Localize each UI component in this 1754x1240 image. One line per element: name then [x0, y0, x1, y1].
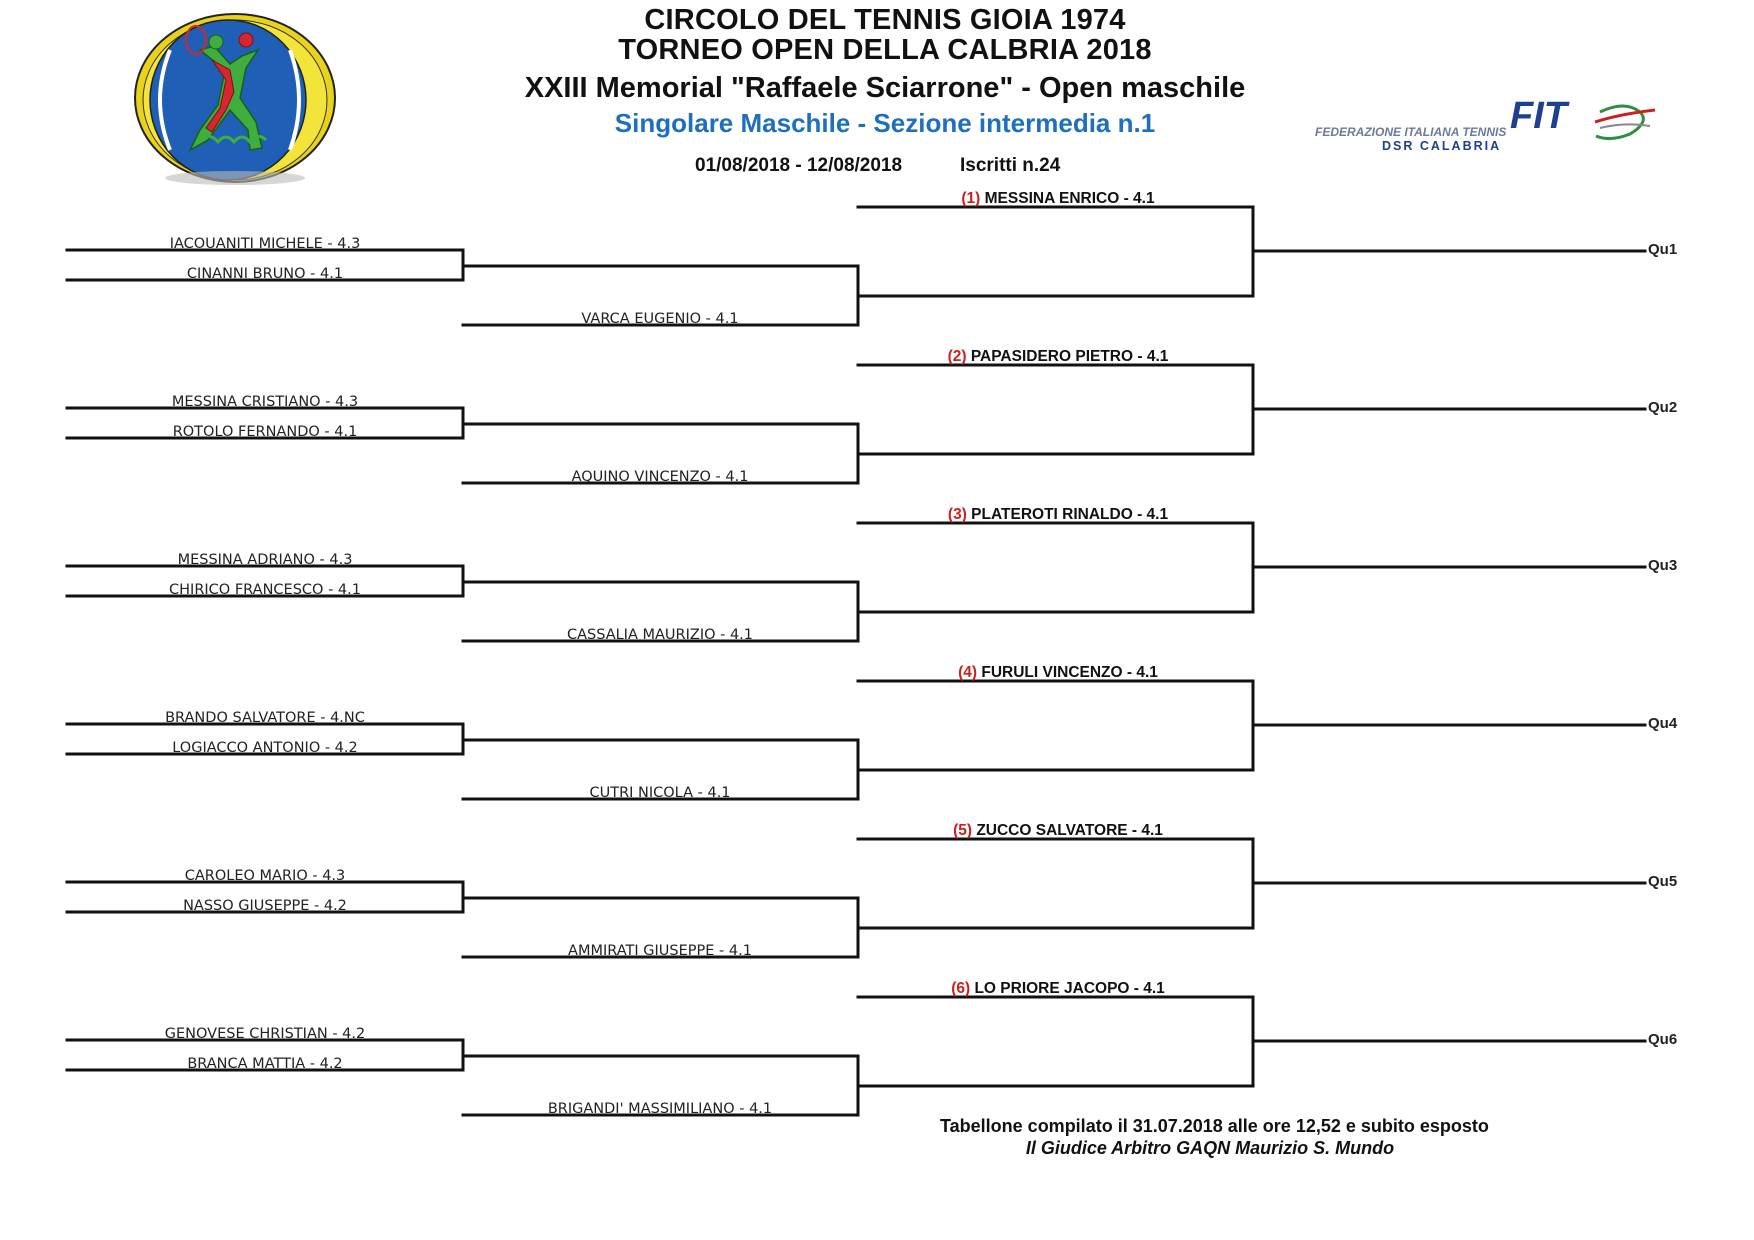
qualifier-label: Qu6: [1648, 1031, 1677, 1048]
club-logo-icon: [134, 13, 336, 185]
seeded-player: (1) MESSINA ENRICO - 4.1: [961, 190, 1155, 207]
seed-name: PAPASIDERO PIETRO - 4.1: [971, 348, 1169, 365]
seed-number: (3): [948, 506, 967, 523]
memorial-title: XXIII Memorial "Raffaele Sciarrone" - Op…: [524, 72, 1246, 104]
player-name: NASSO GIUSEPPE - 4.2: [183, 898, 347, 914]
player-name: ROTOLO FERNANDO - 4.1: [173, 424, 358, 440]
seeded-player: (5) ZUCCO SALVATORE - 4.1: [953, 822, 1163, 839]
qualifier-label: Qu2: [1648, 399, 1677, 416]
player-name: AMMIRATI GIUSEPPE - 4.1: [568, 943, 752, 959]
compiled-note: Tabellone compilato il 31.07.2018 alle o…: [940, 1116, 1489, 1136]
entries-count: Iscritti n.24: [960, 155, 1061, 176]
player-name: CINANNI BRUNO - 4.1: [187, 266, 343, 282]
seeded-player: (4) FURULI VINCENZO - 4.1: [958, 664, 1158, 681]
player-name: BRIGANDI' MASSIMILIANO - 4.1: [548, 1101, 772, 1117]
seed-number: (2): [948, 348, 967, 365]
tournament-dates: 01/08/2018 - 12/08/2018: [695, 155, 903, 176]
tournament-title: TORNEO OPEN DELLA CALBRIA 2018: [618, 34, 1152, 66]
referee-signature-line: Il Giudice Arbitro GAQN Maurizio S. Mund…: [1025, 1138, 1395, 1158]
player-name: MESSINA ADRIANO - 4.3: [178, 552, 353, 568]
seed-number: (5): [953, 822, 972, 839]
seed-number: (4): [958, 664, 977, 681]
seed-name: FURULI VINCENZO - 4.1: [981, 664, 1158, 681]
player-name: CHIRICO FRANCESCO - 4.1: [169, 582, 361, 598]
seed-number: (6): [951, 980, 970, 997]
qualifier-label: Qu5: [1648, 873, 1677, 890]
qualifier-label: Qu3: [1648, 557, 1677, 574]
qualifier-label: Qu4: [1648, 715, 1678, 732]
seed-name: ZUCCO SALVATORE - 4.1: [976, 822, 1163, 839]
player-name: CUTRI NICOLA - 4.1: [589, 785, 730, 801]
qualifier-label: Qu1: [1648, 241, 1677, 258]
player-name: GENOVESE CHRISTIAN - 4.2: [165, 1026, 365, 1042]
player-name: VARCA EUGENIO - 4.1: [581, 311, 738, 327]
player-name: MESSINA CRISTIANO - 4.3: [172, 394, 358, 410]
seed-name: LO PRIORE JACOPO - 4.1: [974, 980, 1165, 997]
player-name: BRANDO SALVATORE - 4.NC: [165, 710, 365, 726]
fit-line2-text: DSR CALABRIA: [1382, 139, 1501, 153]
player-name: CAROLEO MARIO - 4.3: [185, 868, 346, 884]
section-subtitle: Singolare Maschile - Sezione intermedia …: [614, 108, 1156, 138]
player-name: CASSALIA MAURIZIO - 4.1: [567, 627, 753, 643]
fit-brand-text: FIT: [1510, 95, 1570, 137]
player-name: LOGIACCO ANTONIO - 4.2: [172, 740, 358, 756]
seed-name: MESSINA ENRICO - 4.1: [985, 190, 1155, 207]
player-name: AQUINO VINCENZO - 4.1: [572, 469, 749, 485]
seed-name: PLATEROTI RINALDO - 4.1: [971, 506, 1168, 523]
seeded-player: (6) LO PRIORE JACOPO - 4.1: [951, 980, 1165, 997]
seeded-player: (3) PLATEROTI RINALDO - 4.1: [948, 506, 1169, 523]
player-name: BRANCA MATTIA - 4.2: [187, 1056, 342, 1072]
seeded-player: (2) PAPASIDERO PIETRO - 4.1: [948, 348, 1169, 365]
player-name: IACOUANITI MICHELE - 4.3: [170, 236, 361, 252]
seed-number: (1): [961, 190, 980, 207]
club-title: CIRCOLO DEL TENNIS GIOIA 1974: [644, 4, 1126, 36]
fit-line1-text: FEDERAZIONE ITALIANA TENNIS: [1315, 125, 1506, 139]
fit-logo-icon: FIT FEDERAZIONE ITALIANA TENNIS DSR CALA…: [1315, 95, 1656, 153]
